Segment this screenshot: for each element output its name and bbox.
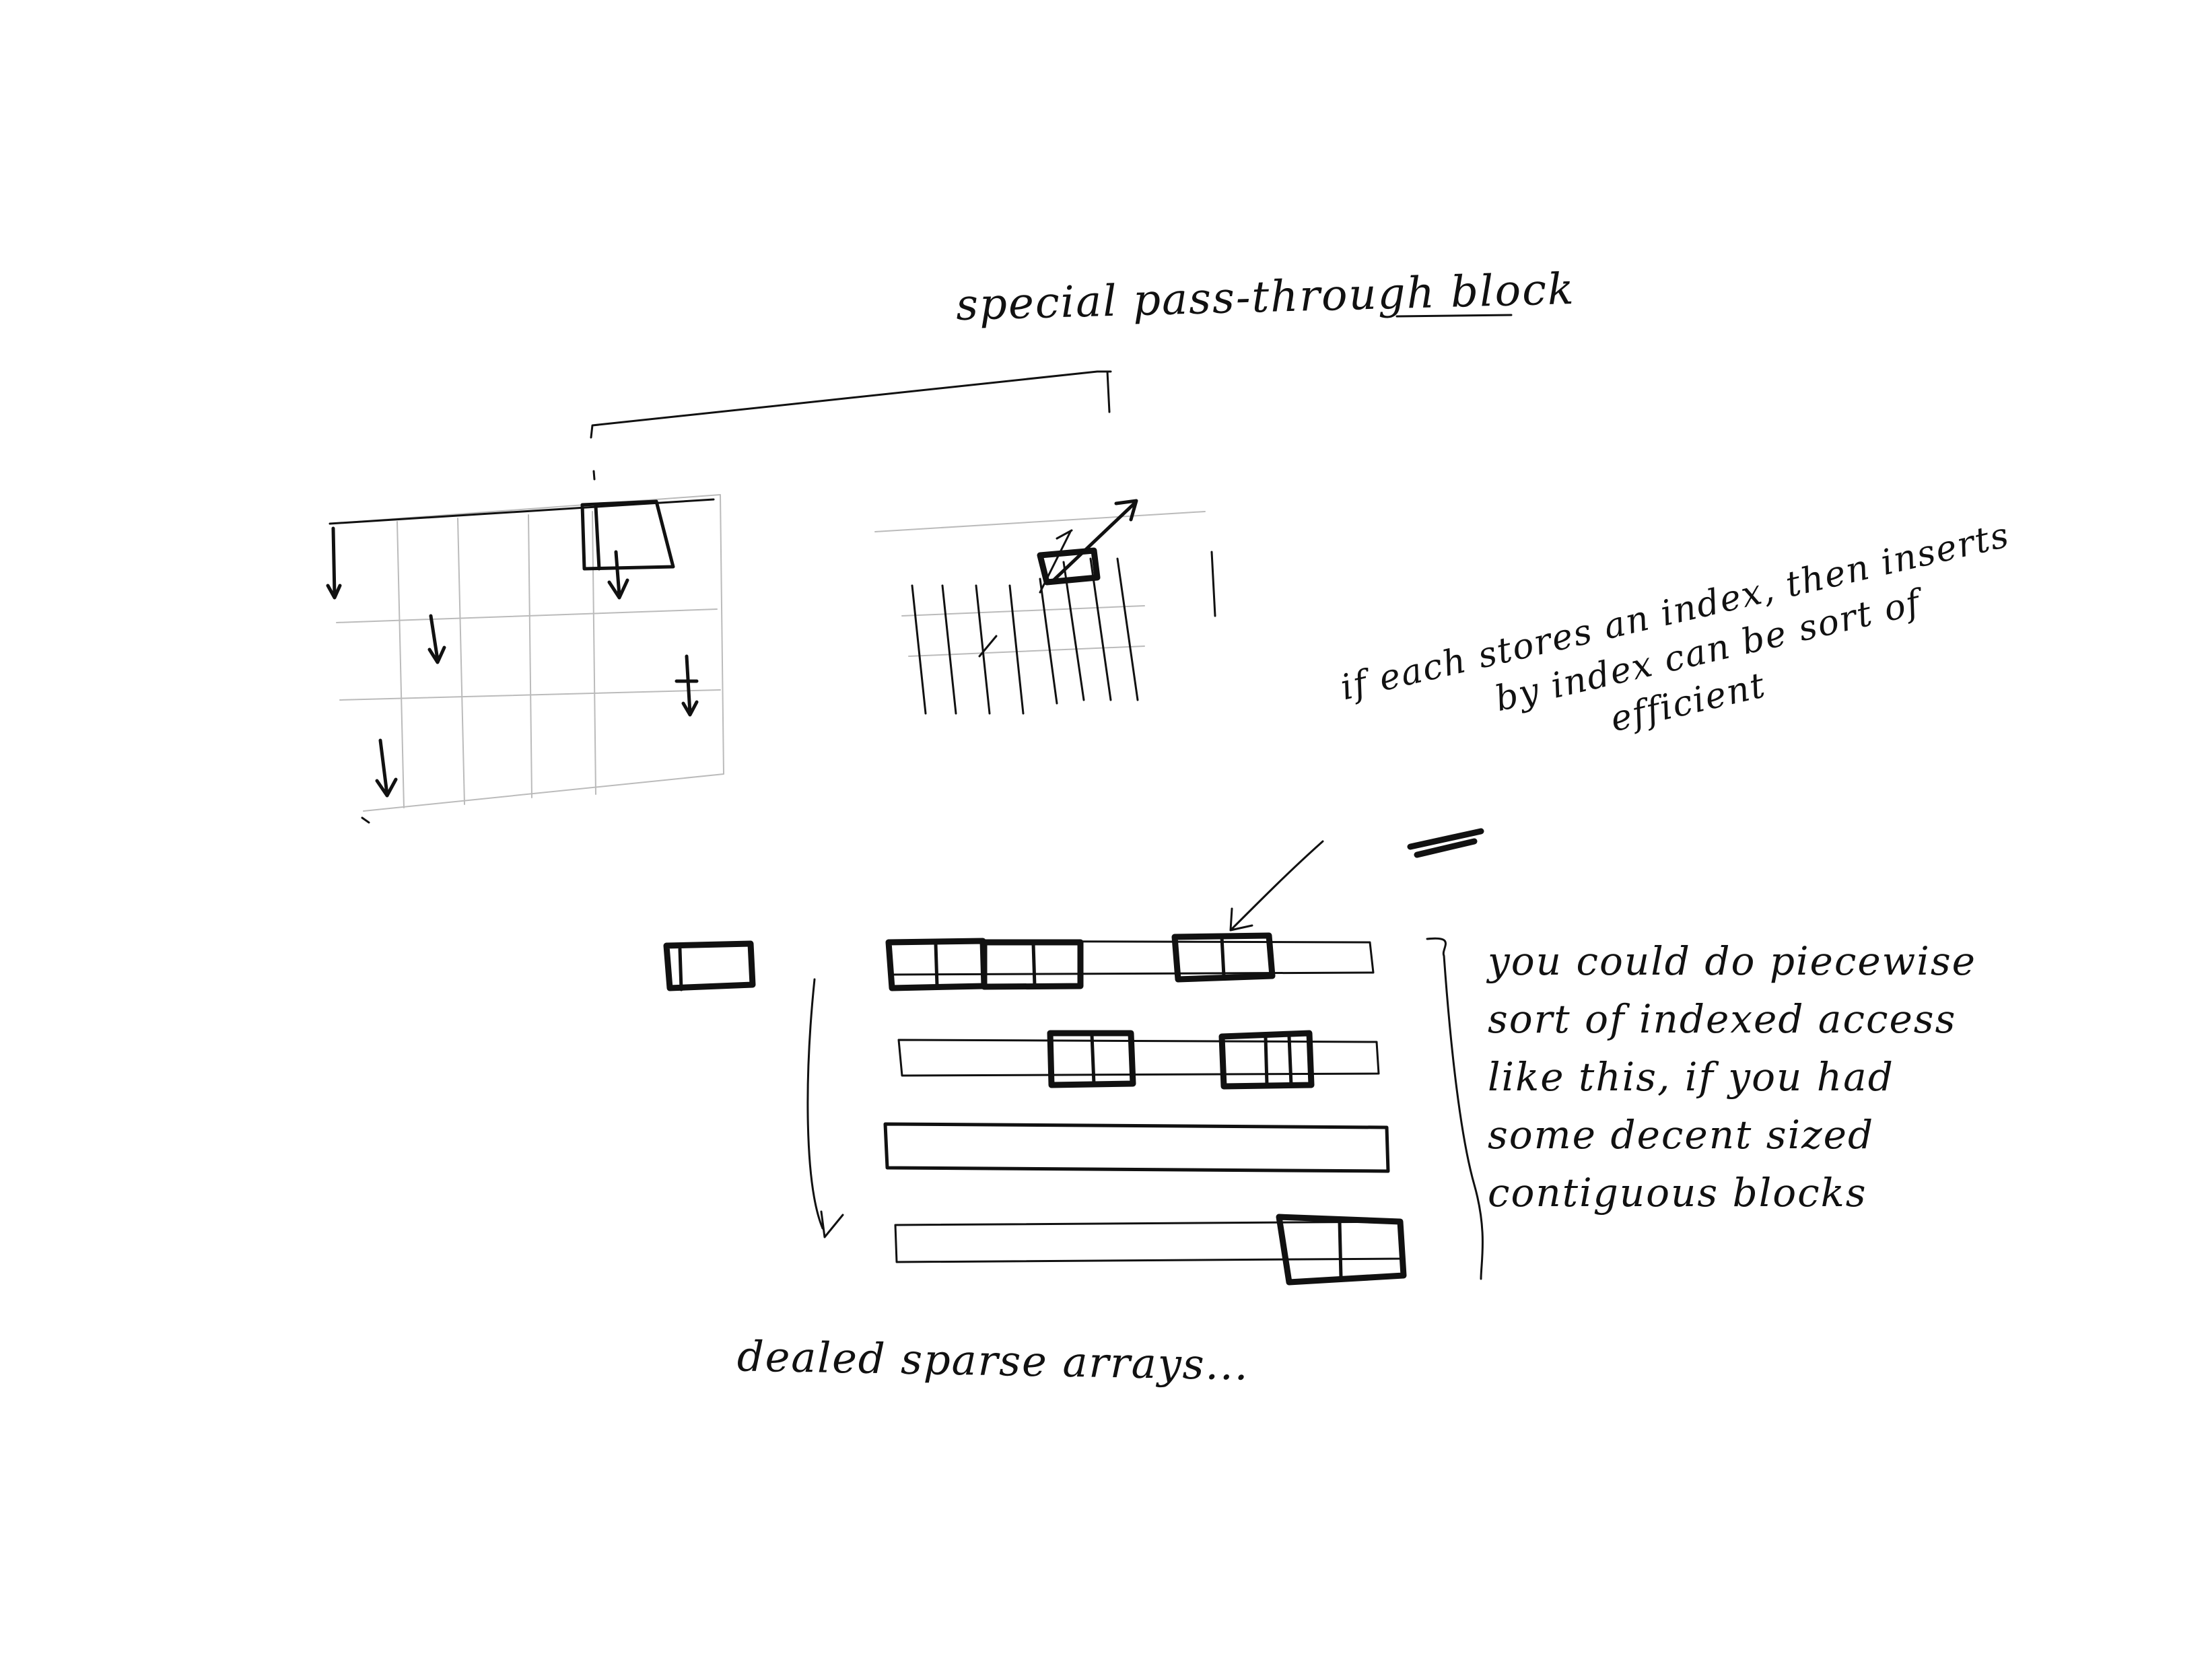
note-line: like this, if you had <box>1488 1054 1894 1100</box>
pass-through-block <box>1037 547 1101 586</box>
filled-block <box>1047 1030 1136 1088</box>
diagonal-arrow <box>1051 499 1138 582</box>
filled-block <box>981 939 1084 990</box>
sparse-row <box>883 1122 1390 1173</box>
right-grid <box>874 499 1216 715</box>
pointer-arrow <box>1229 840 1324 932</box>
filled-block <box>1218 1030 1315 1090</box>
down-arrow <box>675 654 699 717</box>
left-grid <box>326 494 724 824</box>
diagonal-arrow <box>1039 529 1073 594</box>
down-arrow <box>375 738 398 798</box>
filled-block <box>1171 932 1276 983</box>
sparse-row <box>885 932 1375 991</box>
note-line: contiguous blocks <box>1488 1170 1867 1216</box>
single-block <box>663 940 756 991</box>
iteration-arrow <box>806 978 844 1238</box>
sparse-row <box>894 1214 1407 1286</box>
filled-block <box>1276 1214 1407 1286</box>
pass-through-block <box>580 499 675 571</box>
sparse-row <box>897 1030 1380 1090</box>
right-brace <box>1426 937 1484 1280</box>
note-line: you could do piecewise <box>1488 938 1976 984</box>
bottom-label: dealed sparse arrays... <box>736 1331 1250 1390</box>
title-underline <box>1395 314 1513 318</box>
down-arrow <box>326 526 342 600</box>
right-note: you could do piecewise sort of indexed a… <box>1488 932 1976 1222</box>
down-arrow <box>427 614 446 664</box>
note-line: some decent sized <box>1488 1112 1875 1158</box>
down-arrow <box>607 550 629 600</box>
pass-through-bracket <box>590 370 1112 439</box>
scribble <box>1407 828 1484 858</box>
note-line: sort of indexed access <box>1488 996 1957 1042</box>
